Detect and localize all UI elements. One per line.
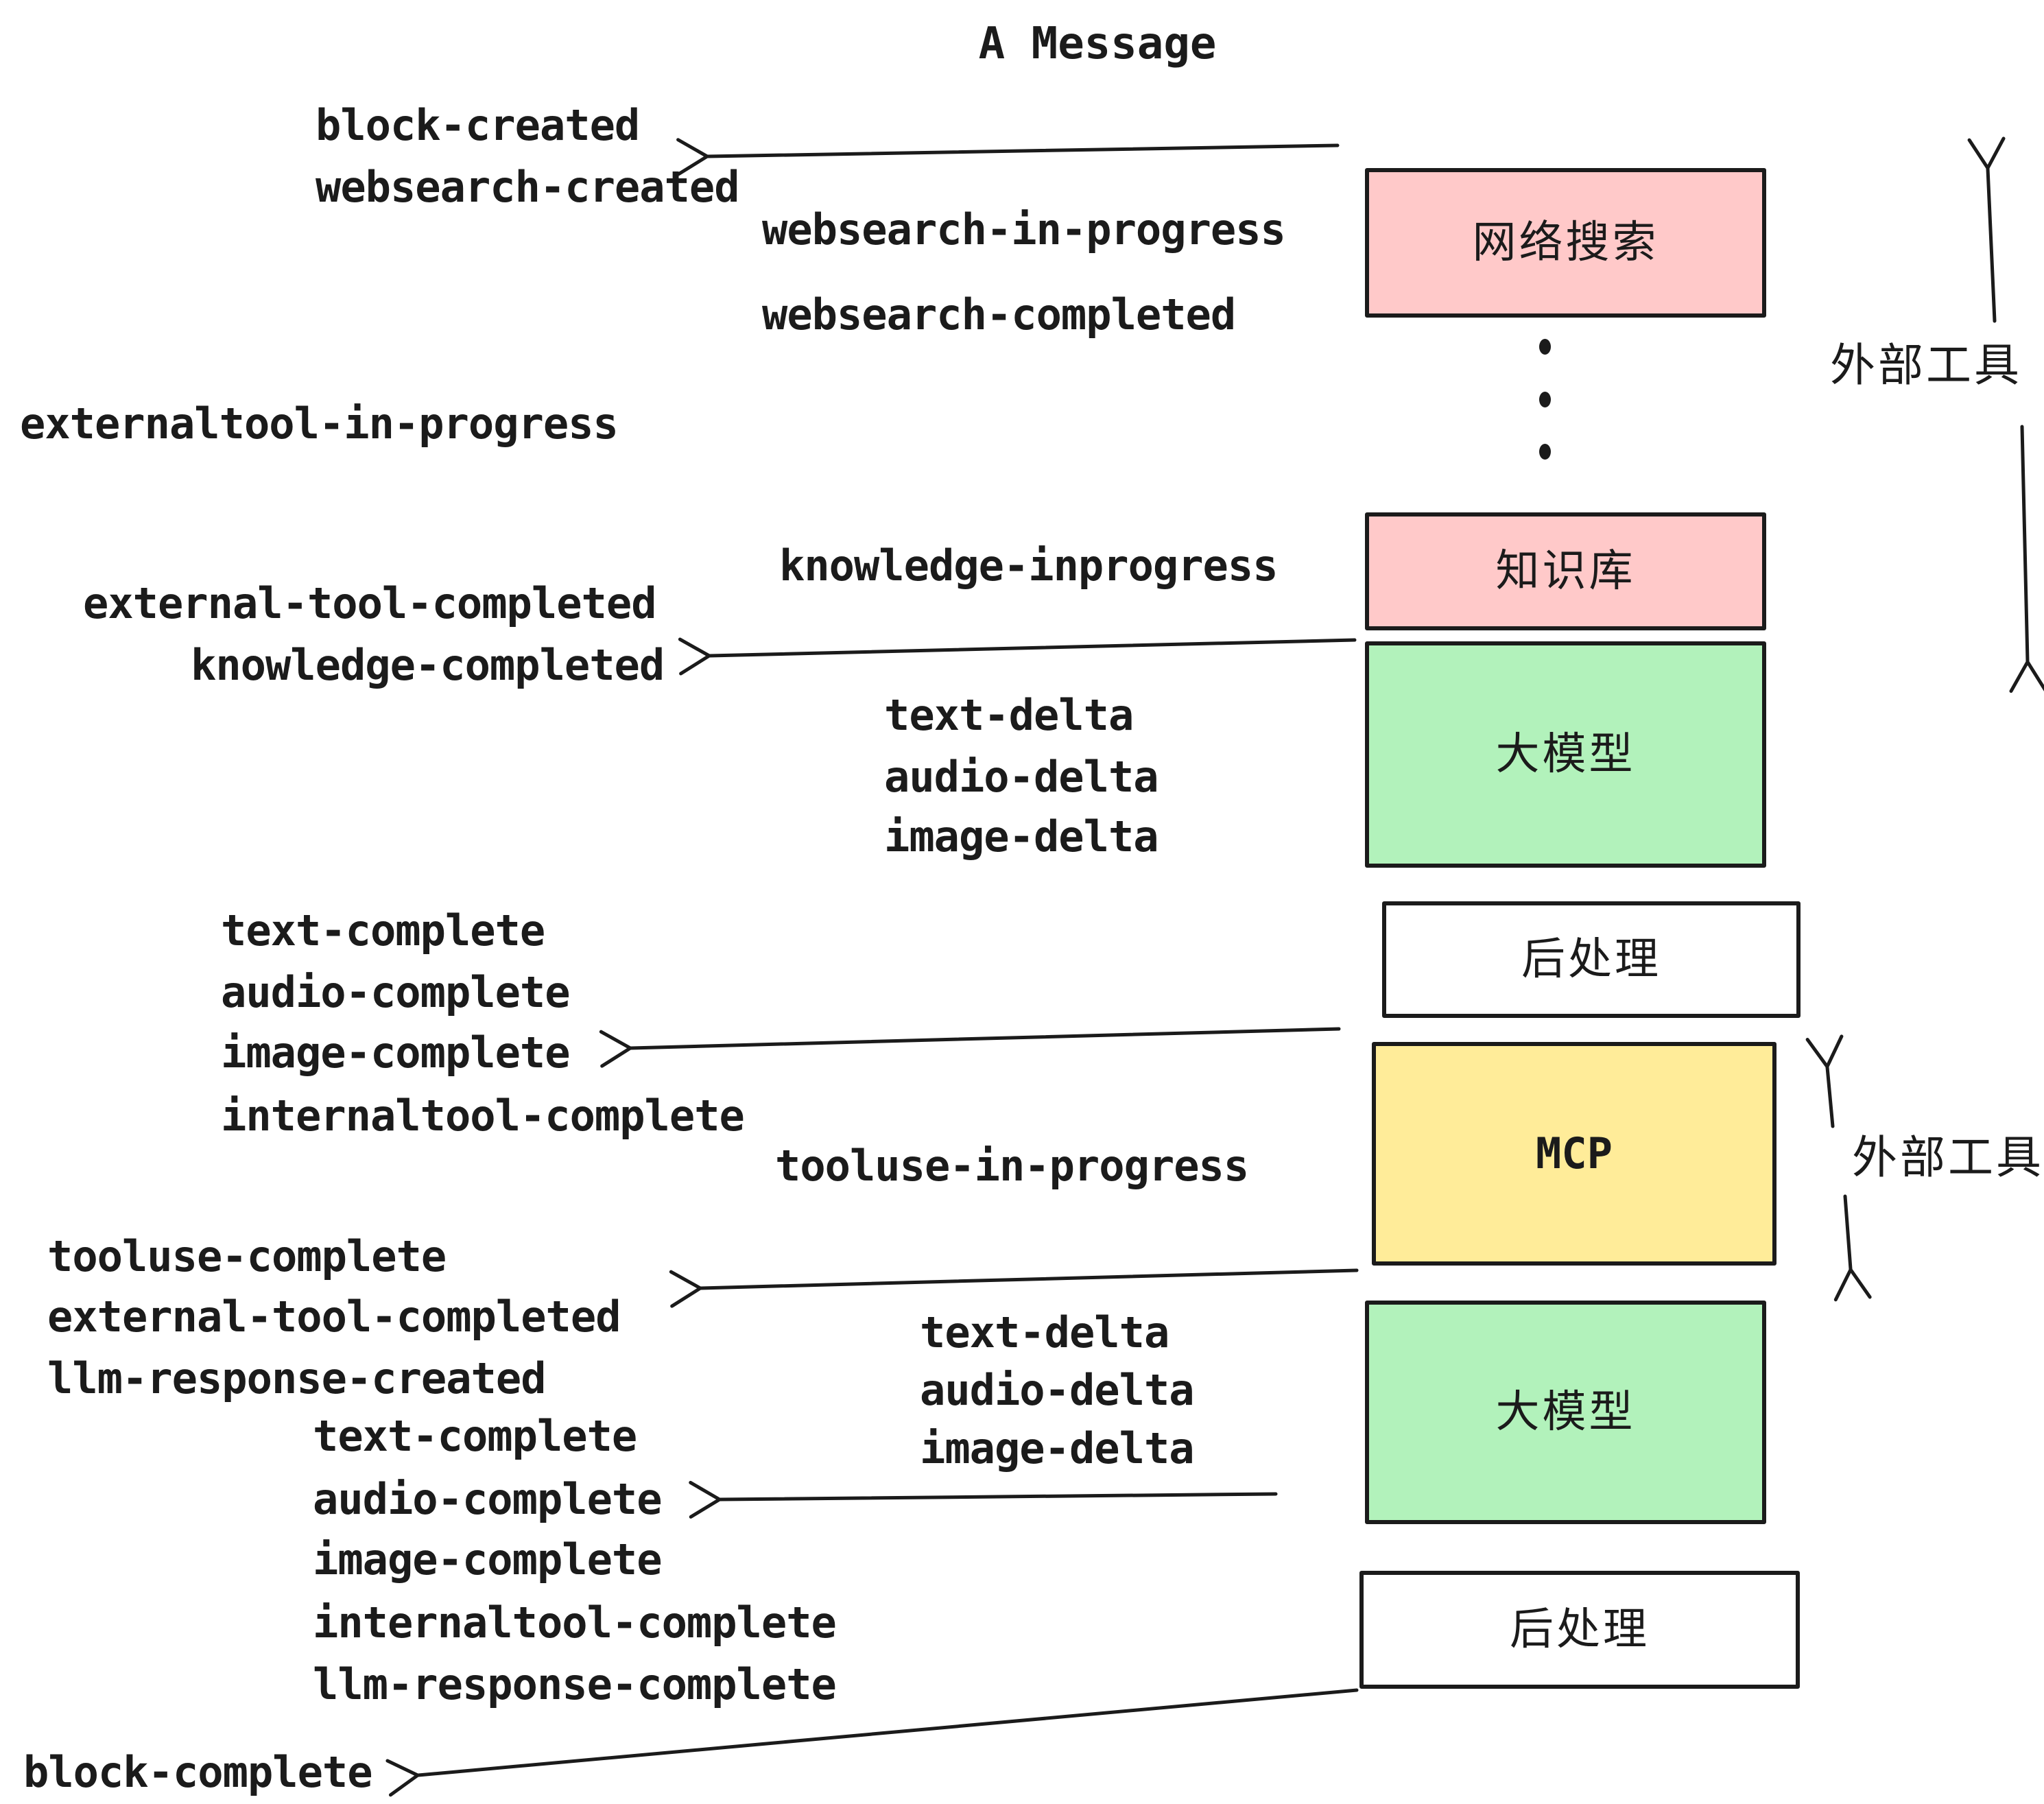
event-audio-delta-1: audio-delta: [884, 752, 1159, 802]
node-llm-1: 大模型: [1365, 641, 1766, 868]
event-audio-delta-2: audio-delta: [920, 1365, 1195, 1415]
event-external-tool-completed-2: external-tool-completed: [47, 1292, 621, 1342]
event-internaltool-complete-2: internaltool-complete: [313, 1598, 837, 1648]
ellipsis-dot-3: [1539, 444, 1551, 460]
arrow-image-complete: [599, 1027, 1341, 1068]
node-llm-2-label: 大模型: [1495, 1387, 1636, 1438]
event-block-complete: block-complete: [23, 1747, 373, 1797]
arrow-tooluse-complete: [669, 1268, 1359, 1308]
event-tooluse-complete: tooluse-complete: [47, 1231, 447, 1281]
event-llm-response-complete: llm-response-complete: [313, 1659, 837, 1709]
event-image-complete-2: image-complete: [313, 1534, 663, 1585]
ellipsis-dot-1: [1539, 339, 1551, 355]
arrow-websearch-created: [676, 138, 1340, 176]
event-websearch-in-progress: websearch-in-progress: [762, 204, 1286, 254]
event-text-complete-2: text-complete: [313, 1411, 637, 1461]
node-postprocess-2-label: 后处理: [1510, 1604, 1650, 1655]
ellipsis-dot-2: [1539, 392, 1551, 407]
node-websearch-label: 网络搜索: [1472, 217, 1659, 268]
diagram-title: A Message: [978, 19, 1217, 69]
event-llm-response-created: llm-response-created: [47, 1353, 547, 1403]
event-audio-complete-2: audio-complete: [313, 1474, 663, 1524]
event-websearch-completed: websearch-completed: [762, 289, 1236, 340]
external-tools-label-1: 外部工具: [1830, 339, 2022, 392]
event-image-delta-1: image-delta: [884, 811, 1159, 862]
event-audio-complete-1: audio-complete: [221, 967, 571, 1017]
node-llm-1-label: 大模型: [1495, 729, 1636, 780]
event-image-complete-1: image-complete: [221, 1028, 571, 1078]
event-text-delta-2: text-delta: [920, 1307, 1169, 1357]
arrow-external-tools-up-1: [1967, 137, 2006, 323]
external-tools-label-2: 外部工具: [1852, 1131, 2044, 1184]
event-tooluse-in-progress: tooluse-in-progress: [775, 1141, 1249, 1191]
event-text-complete-1: text-complete: [221, 905, 545, 956]
event-externaltool-in-progress: externaltool-in-progress: [20, 399, 619, 449]
node-knowledge-base-label: 知识库: [1495, 546, 1636, 597]
node-llm-2: 大模型: [1365, 1301, 1766, 1524]
node-postprocess-1: 后处理: [1382, 901, 1801, 1018]
event-websearch-created: websearch-created: [316, 162, 740, 212]
event-internaltool-complete-1: internaltool-complete: [221, 1091, 745, 1141]
node-mcp: MCP: [1372, 1042, 1776, 1266]
node-knowledge-base: 知识库: [1365, 512, 1766, 630]
node-mcp-label: MCP: [1536, 1128, 1613, 1178]
arrow-audio-complete: [689, 1480, 1278, 1519]
arrow-external-tools-down-2: [1833, 1194, 1872, 1302]
event-block-created: block-created: [316, 100, 640, 150]
event-knowledge-completed: knowledge-completed: [191, 640, 665, 690]
event-image-delta-2: image-delta: [920, 1423, 1195, 1473]
event-external-tool-completed-1: external-tool-completed: [83, 578, 657, 628]
event-knowledge-inprogress: knowledge-inprogress: [779, 541, 1279, 591]
arrow-external-tools-down-1: [2009, 425, 2044, 693]
node-postprocess-2: 后处理: [1359, 1571, 1800, 1689]
arrow-external-tools-up-2: [1805, 1034, 1844, 1128]
arrow-knowledge-completed: [678, 637, 1357, 676]
arrow-block-complete: [385, 1688, 1359, 1797]
node-postprocess-1-label: 后处理: [1521, 934, 1661, 985]
node-websearch: 网络搜索: [1365, 168, 1766, 318]
event-text-delta-1: text-delta: [884, 690, 1134, 740]
